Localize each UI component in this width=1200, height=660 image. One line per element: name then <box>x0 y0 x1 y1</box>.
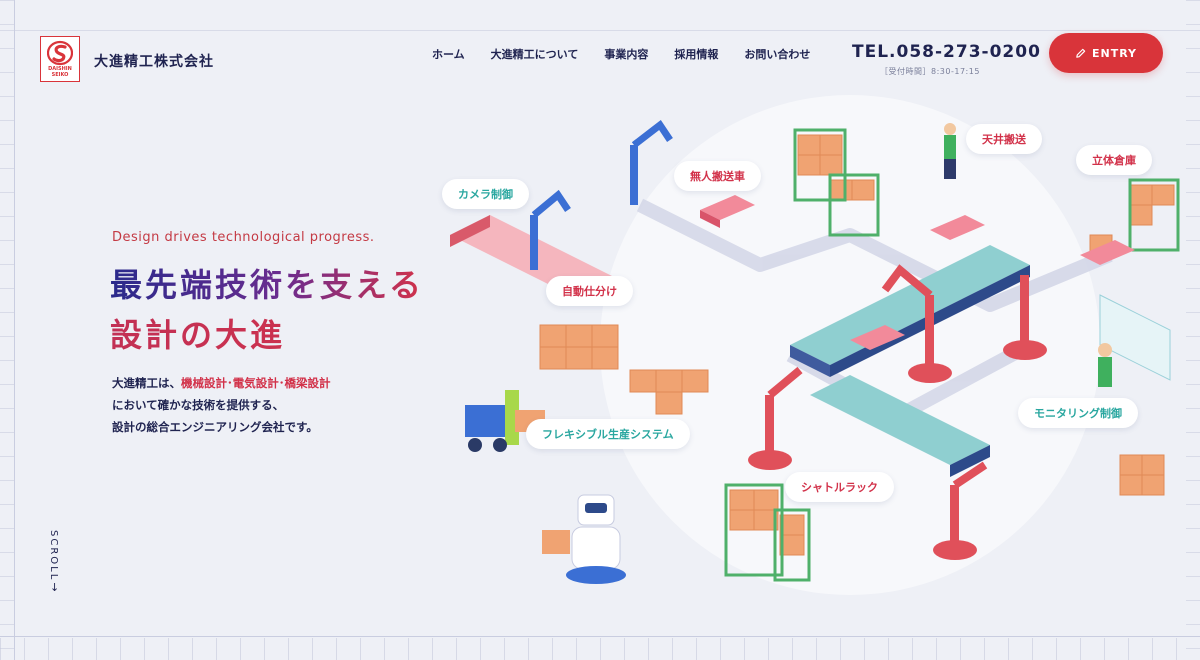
label-ceiling-transport: 天井搬送 <box>966 124 1042 154</box>
headline-line-2: 設計の大進 <box>110 310 424 360</box>
arrow-down-icon: ↓ <box>50 581 60 595</box>
ruler-left <box>0 0 14 660</box>
label-camera-control: カメラ制御 <box>442 179 529 209</box>
nav-item-business[interactable]: 事業内容 <box>604 48 649 61</box>
factory-scene <box>450 95 1180 595</box>
label-flexible-production: フレキシブル生産システム <box>526 419 690 449</box>
nav-item-home[interactable]: ホーム <box>432 48 465 61</box>
desc-line-3: 設計の総合エンジニアリング会社です。 <box>112 420 318 434</box>
nav-item-about[interactable]: 大進精工について <box>490 48 579 61</box>
frame-line <box>14 0 15 660</box>
company-logo[interactable]: DAISHIN SEIKO <box>40 36 80 82</box>
desc-line-2: において確かな技術を提供する、 <box>112 398 285 412</box>
entry-button-label: ENTRY <box>1091 46 1138 60</box>
hero-description: 大進精工は、機械設計･電気設計･橋梁設計 において確かな技術を提供する、 設計の… <box>112 372 331 438</box>
factory-illustration: カメラ制御 無人搬送車 天井搬送 立体倉庫 自動仕分け フレキシブル生産システム… <box>430 95 1200 635</box>
label-monitoring-control: モニタリング制御 <box>1018 398 1138 428</box>
frame-line <box>0 636 1200 637</box>
phone-number[interactable]: TEL.058-273-0200 <box>852 42 1041 62</box>
logo-text: DAISHIN SEIKO <box>48 66 72 78</box>
hero-tagline: Design drives technological progress. <box>112 230 375 245</box>
nav-item-recruit[interactable]: 採用情報 <box>674 48 719 61</box>
hero-headline: 最先端技術を支える 設計の大進 <box>110 260 424 360</box>
scroll-indicator[interactable]: SCROLL ↓ <box>48 530 62 594</box>
pencil-icon <box>1076 48 1086 58</box>
label-shuttle-rack: シャトルラック <box>785 472 894 502</box>
nav-item-contact[interactable]: お問い合わせ <box>744 48 811 61</box>
label-auto-sorting: 自動仕分け <box>546 276 633 306</box>
entry-button[interactable]: ENTRY <box>1049 33 1163 73</box>
desc-line-1: 大進精工は、機械設計･電気設計･橋梁設計 <box>112 372 331 394</box>
headline-line-1: 最先端技術を支える <box>110 260 424 310</box>
phone-hours: ［受付時間］8:30-17:15 <box>880 67 980 76</box>
desc-line-1-highlight: 機械設計･電気設計･橋梁設計 <box>181 376 331 390</box>
ruler-right <box>1186 0 1200 660</box>
label-automated-warehouse: 立体倉庫 <box>1076 145 1152 175</box>
label-agv: 無人搬送車 <box>674 161 761 191</box>
scroll-label: SCROLL <box>48 530 59 582</box>
company-name[interactable]: 大進精工株式会社 <box>94 54 214 70</box>
logo-mark-icon <box>47 40 73 66</box>
desc-line-1-pre: 大進精工は、 <box>112 376 181 390</box>
main-nav: ホーム 大進精工について 事業内容 採用情報 お問い合わせ <box>432 46 836 62</box>
frame-line <box>0 30 1200 31</box>
ruler-bottom <box>0 638 1200 660</box>
